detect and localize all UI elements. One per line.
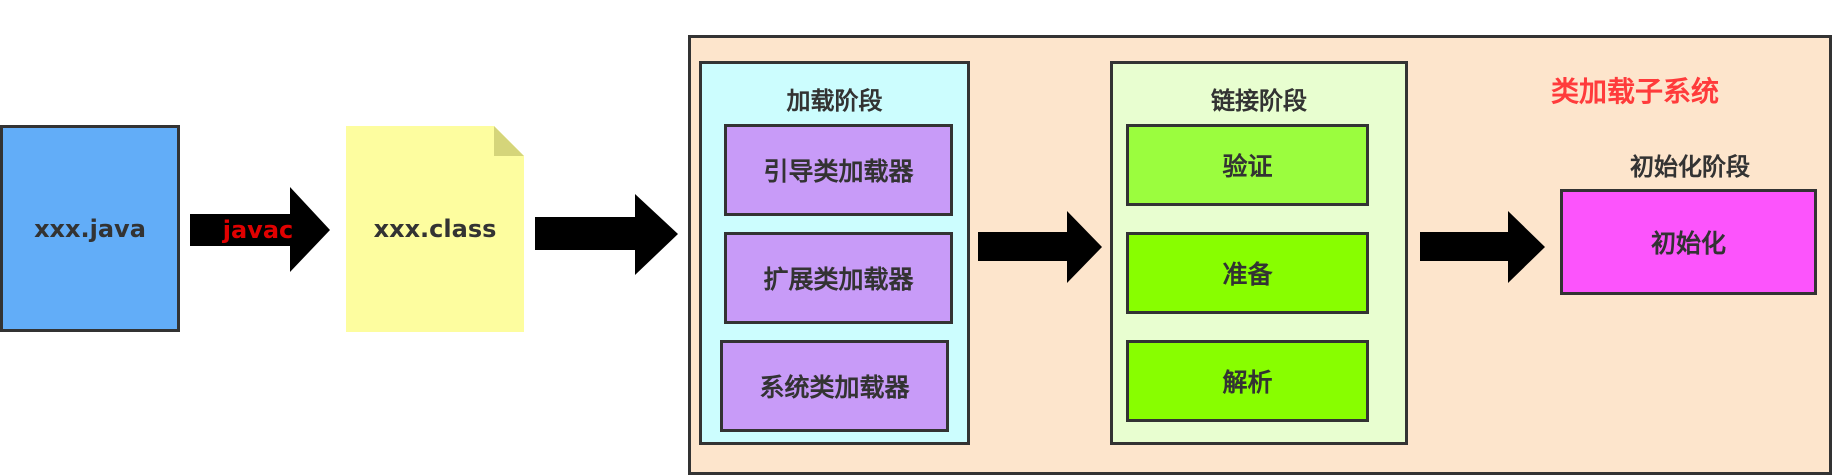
class-file-label: xxx.class [346,126,524,332]
linking-phase-title: 链接阶段 [1211,86,1307,115]
extension-loader-box: 扩展类加载器 [724,232,953,324]
inner-arrows [978,211,1545,283]
subsystem-title: 类加载子系统 [1550,75,1719,108]
loading-to-linking-arrow [978,211,1102,283]
loading-phase-title: 加载阶段 [786,86,883,115]
initialization-phase-title: 初始化阶段 [1630,152,1750,181]
java-source-box: xxx.java [0,125,180,332]
bootstrap-loader-box: 引导类加载器 [724,124,953,216]
class-file-text: xxx.class [373,215,497,243]
javac-label: javac [222,216,294,244]
system-loader-box: 系统类加载器 [720,340,949,432]
linking-to-init-arrow [1420,211,1545,283]
javac-arrow [190,187,330,272]
initialization-box: 初始化 [1560,189,1817,295]
to-subsystem-arrow [535,194,678,275]
resolve-step-box: 解析 [1126,340,1369,422]
java-source-label: xxx.java [34,214,146,243]
class-file-shape [346,126,524,332]
diagram-connectors [190,126,678,332]
prepare-step-box: 准备 [1126,232,1369,314]
class-file-fold [494,126,524,156]
verify-step-box: 验证 [1126,124,1369,206]
